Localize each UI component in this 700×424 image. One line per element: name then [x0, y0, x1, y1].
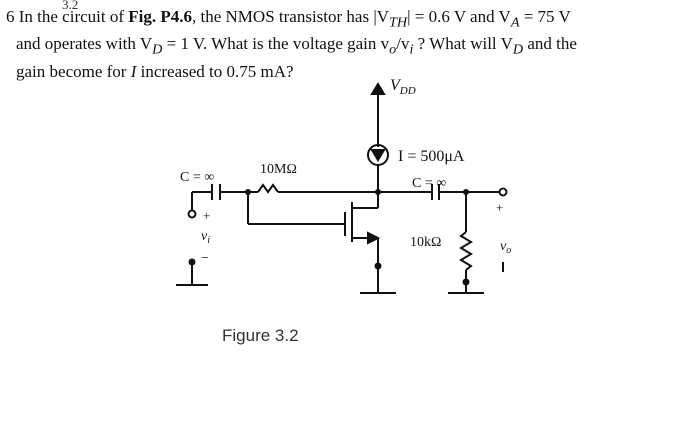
- load-node-dot: [462, 278, 470, 286]
- feedback-resistor-label: 10MΩ: [260, 162, 297, 177]
- input-minus-label: −: [201, 251, 209, 266]
- problem-line-3: gain become for I increased to 0.75 mA?: [16, 61, 294, 81]
- gate-node-dot: [245, 189, 251, 195]
- vi-label: vi: [201, 229, 210, 246]
- feedback-resistor: [257, 183, 279, 194]
- handwritten-note: 3.2: [62, 0, 79, 12]
- drain-node-dot: [375, 189, 381, 195]
- load-resistor: [459, 231, 473, 271]
- source-node-dot: [374, 262, 382, 270]
- input-ground-terminal: [188, 258, 196, 266]
- output-node-dot: [463, 189, 469, 195]
- figure-caption: Figure 3.2: [222, 326, 299, 345]
- output-plus-label: +: [496, 200, 503, 215]
- right-capacitor-label: C = ∞: [412, 176, 446, 191]
- input-terminal: [187, 209, 197, 219]
- current-label: I = 500μA: [398, 148, 465, 165]
- left-capacitor-label: C = ∞: [180, 170, 214, 185]
- output-terminal: [498, 187, 508, 197]
- source-arrow-icon: [367, 231, 381, 245]
- vdd-label: VDD: [390, 77, 416, 97]
- figure-word: Fig.: [128, 7, 157, 26]
- load-resistor-label: 10kΩ: [410, 235, 441, 250]
- problem-line-2: and operates with VD = 1 V. What is the …: [16, 34, 577, 58]
- figure-reference: P4.6: [156, 7, 193, 26]
- problem-marker: 6: [6, 7, 15, 26]
- problem-text: 6 In the circuit of Fig. P4.6, the NMOS …: [6, 6, 696, 82]
- current-arrow-icon: [370, 149, 386, 162]
- input-plus-label: +: [203, 208, 210, 223]
- vdd-arrow-icon: [370, 82, 386, 95]
- problem-line-1: 6 In the circuit of Fig. P4.6, the NMOS …: [6, 7, 571, 31]
- vo-label: vo: [500, 239, 511, 256]
